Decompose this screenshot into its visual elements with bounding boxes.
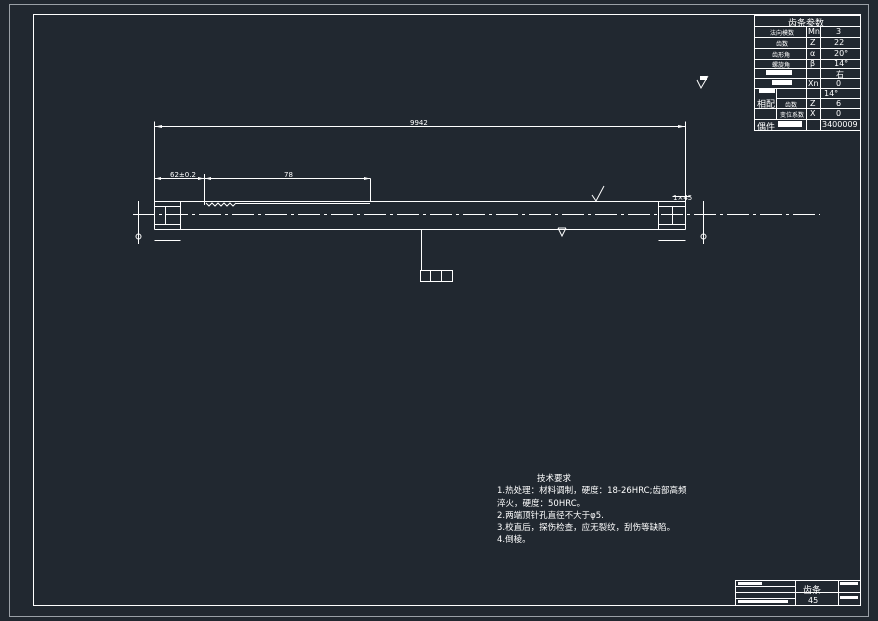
tech-title: 技术要求	[537, 474, 572, 484]
param-symbol: Xn	[808, 79, 819, 88]
outer-border	[9, 4, 869, 617]
param-name: 齿数	[776, 41, 789, 48]
param-value: 右	[836, 70, 844, 79]
mating-name: 变位系数	[780, 112, 805, 119]
left-section-dimension: 62±0.2	[170, 171, 196, 179]
param-name: 法向模数	[770, 30, 795, 37]
tech-line: 2.两端顶针孔直径不大于φ5.	[497, 510, 604, 521]
drawing-title: 齿条	[803, 586, 822, 596]
param-name: 螺旋角	[772, 62, 791, 69]
mating-value: 6	[836, 99, 842, 108]
param-table-frame	[754, 15, 861, 131]
material: 45	[808, 596, 819, 605]
mating-symbol: Z	[810, 99, 816, 108]
param-symbol: Mn	[808, 27, 820, 36]
param-symbol: Z	[810, 38, 816, 47]
param-value: 14°	[824, 89, 839, 98]
tech-line: 1.热处理：材料调制，硬度：18-26HRC;齿部高频	[497, 486, 687, 497]
overall-dimension: 9942	[410, 119, 428, 127]
rack-length-dimension: 78	[284, 171, 293, 179]
param-value: 3	[836, 27, 842, 36]
right-end-dimension: 1×45	[673, 194, 693, 202]
param-table-title: 齿条参数	[788, 19, 825, 29]
mating-label: 相配	[757, 100, 776, 110]
param-value: 22	[834, 38, 845, 47]
mating-value: 0	[836, 109, 842, 118]
technical-requirements: 技术要求 1.热处理：材料调制，硬度：18-26HRC;齿部高频 淬火，硬度：5…	[497, 473, 686, 547]
inner-border	[33, 14, 861, 606]
part-label: 偶件	[757, 123, 776, 133]
param-value: 0	[836, 79, 842, 88]
param-name: 齿形角	[772, 52, 791, 59]
tech-line: 淬火，硬度：50HRC。	[497, 498, 586, 509]
param-symbol: α	[810, 49, 816, 58]
param-value: 14°	[834, 59, 849, 68]
mating-symbol: X	[810, 109, 816, 118]
tolerance-frame	[420, 270, 453, 282]
tech-line: 4.倒棱。	[497, 535, 531, 546]
drawing-number: 3400009	[822, 120, 858, 129]
mating-name: 齿数	[785, 102, 798, 109]
tech-line: 3.校直后，探伤检查，应无裂纹，刮伤等缺陷。	[497, 523, 676, 534]
param-value: 20°	[834, 49, 849, 58]
param-symbol: β	[810, 59, 816, 68]
